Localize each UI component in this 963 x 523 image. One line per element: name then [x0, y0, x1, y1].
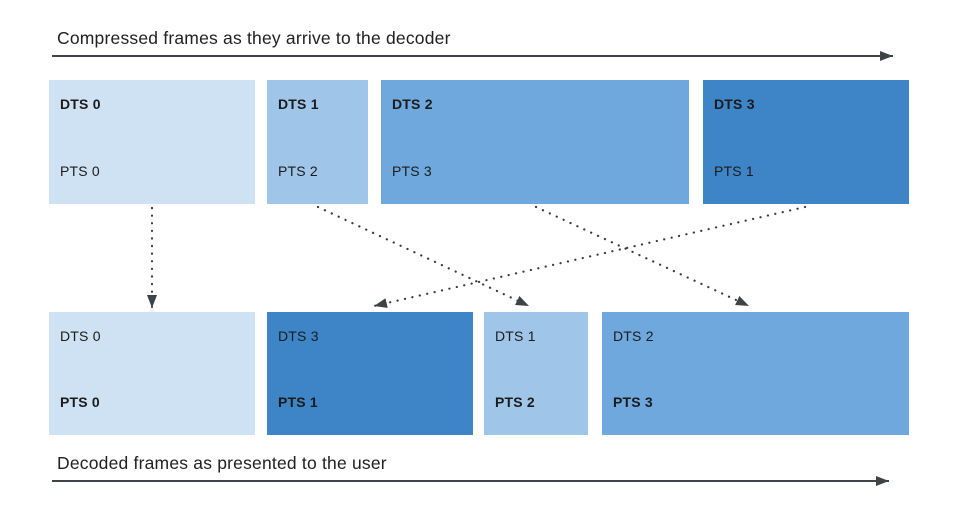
decoded-frame-pts0: DTS 0 PTS 0	[49, 312, 255, 435]
decoded-frame-pts3: DTS 2 PTS 3	[602, 312, 909, 435]
dts-label: DTS 2	[392, 96, 433, 112]
decoded-frame-pts2: DTS 1 PTS 2	[484, 312, 588, 435]
pts-label: PTS 3	[613, 394, 653, 410]
decoded-timeline-label: Decoded frames as presented to the user	[57, 453, 387, 473]
compressed-frame-dts2: DTS 2 PTS 3	[381, 80, 689, 204]
dts-label: DTS 1	[495, 328, 536, 344]
dts-label: DTS 0	[60, 328, 101, 344]
pts-label: PTS 0	[60, 163, 100, 179]
pts-label: PTS 1	[278, 394, 318, 410]
pts-label: PTS 1	[714, 163, 754, 179]
dts-label: DTS 0	[60, 96, 101, 112]
reorder-arrow-dts1-to-pts2	[316, 205, 531, 308]
reorder-arrow-dts2-to-pts3	[534, 205, 751, 308]
dts-label: DTS 3	[714, 96, 755, 112]
pts-label: PTS 2	[495, 394, 535, 410]
pts-label: PTS 3	[392, 163, 432, 179]
dts-label: DTS 3	[278, 328, 319, 344]
compressed-frame-dts1: DTS 1 PTS 2	[267, 80, 368, 204]
compressed-timeline-label: Compressed frames as they arrive to the …	[57, 28, 451, 48]
dts-label: DTS 2	[613, 328, 654, 344]
pts-label: PTS 0	[60, 394, 100, 410]
compressed-frame-dts3: DTS 3 PTS 1	[703, 80, 909, 204]
dts-label: DTS 1	[278, 96, 319, 112]
decoded-frame-pts1: DTS 3 PTS 1	[267, 312, 473, 435]
pts-label: PTS 2	[278, 163, 318, 179]
reorder-arrow-dts3-to-pts1	[372, 205, 807, 308]
compressed-frame-dts0: DTS 0 PTS 0	[49, 80, 255, 204]
